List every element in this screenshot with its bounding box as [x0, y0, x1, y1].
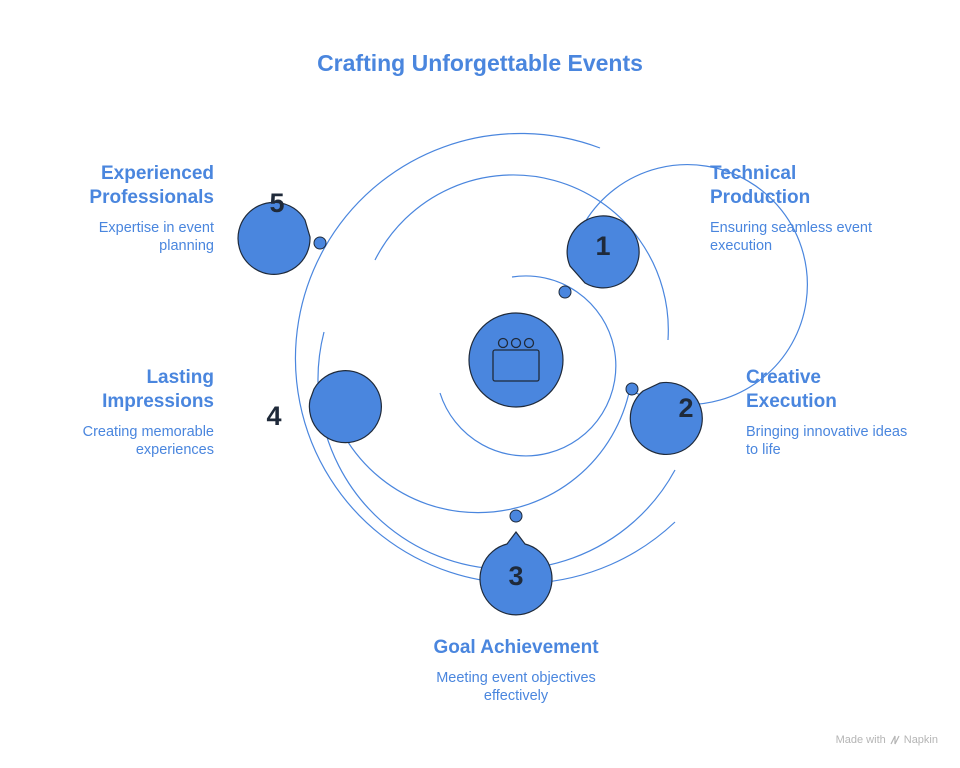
step-5-number: 5 — [269, 188, 284, 218]
ring-2-arc — [584, 164, 808, 406]
ring-3-arc-lower — [325, 387, 631, 514]
step-5-dot — [313, 236, 327, 250]
step-4-badge — [308, 370, 382, 444]
step-1-number: 1 — [595, 231, 610, 261]
step-5-title: Experienced Professionals — [89, 163, 214, 208]
ring-3-arc — [374, 174, 669, 341]
step-4-number: 4 — [266, 401, 281, 431]
step-5-description: Expertise in event planning — [98, 220, 214, 254]
made-with-napkin-footer[interactable]: Made with Napkin — [836, 734, 938, 746]
step-1-dot — [558, 285, 572, 299]
diagram-title: Crafting Unforgettable Events — [317, 50, 643, 76]
footer-brand: Napkin — [903, 734, 938, 746]
step-4-title: Lasting Impressions — [102, 367, 214, 412]
step-1-badge — [566, 215, 640, 289]
step-3-text: Goal Achievement Meeting event objective… — [386, 636, 646, 705]
step-2-dot — [625, 382, 639, 396]
step-2-badge — [629, 381, 703, 456]
step-3-dot — [509, 509, 523, 523]
footer-made-with: Made with — [835, 734, 886, 746]
ring-1-arc — [439, 275, 617, 457]
step-1-title: Technical Production — [710, 163, 811, 208]
step-5-text: Experienced Professionals Expertise in e… — [14, 162, 214, 255]
napkin-logo-icon — [890, 735, 900, 745]
step-3-badge — [479, 531, 553, 616]
step-2-description: Bringing innovative ideas to life — [746, 424, 908, 458]
step-4-description: Creating memorable experiences — [82, 424, 214, 458]
step-3-number: 3 — [508, 561, 523, 591]
step-2-number: 2 — [678, 393, 693, 423]
step-4-text: Lasting Impressions Creating memorable e… — [14, 366, 214, 459]
step-1-text: Technical Production Ensuring seamless e… — [710, 162, 910, 255]
step-2-title: Creative Execution — [746, 367, 837, 412]
step-3-title: Goal Achievement — [433, 637, 599, 658]
step-3-description: Meeting event objectives effectively — [436, 670, 596, 704]
step-2-text: Creative Execution Bringing innovative i… — [746, 366, 946, 459]
event-calendar-icon — [492, 337, 540, 382]
center-hub — [468, 312, 564, 408]
step-1-description: Ensuring seamless event execution — [710, 220, 872, 254]
step-5-badge — [237, 201, 311, 275]
